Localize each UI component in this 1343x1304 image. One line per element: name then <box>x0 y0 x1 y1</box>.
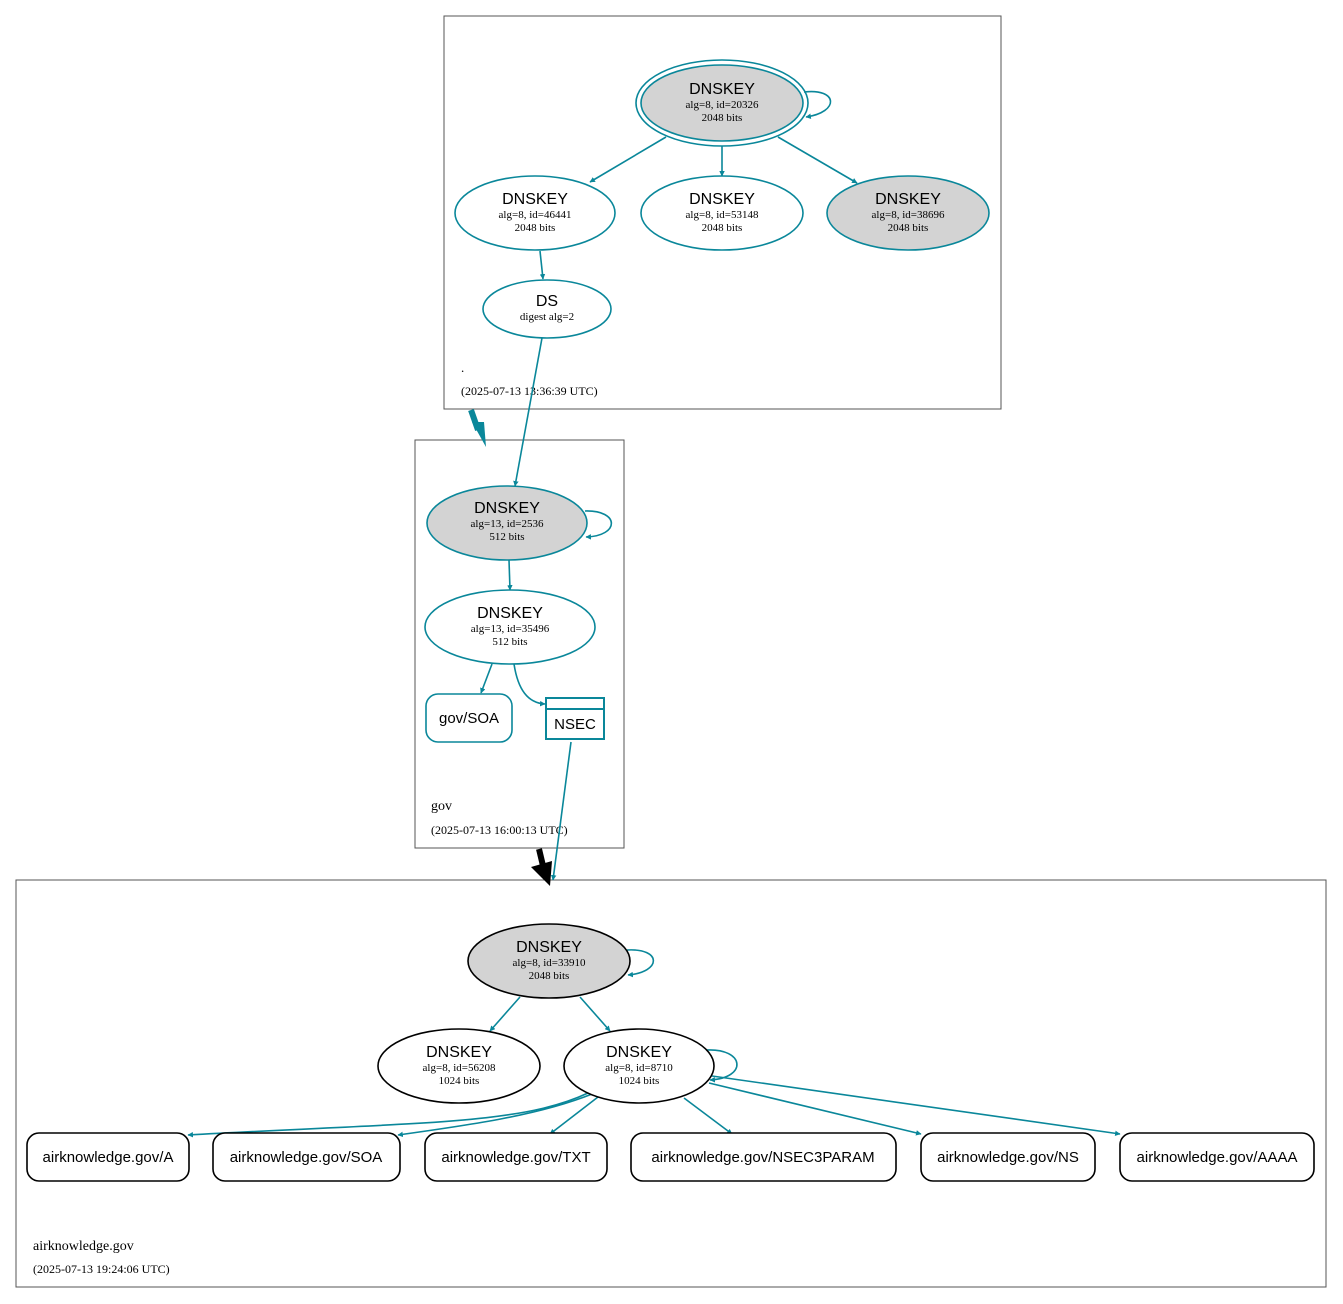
node-air-56208-line1: alg=8, id=56208 <box>423 1062 496 1074</box>
rrset-nsec3param-label: airknowledge.gov/NSEC3PARAM <box>651 1149 874 1166</box>
zone-gov-timestamp: (2025-07-13 16:00:13 UTC) <box>431 823 568 837</box>
node-gov-zsk-line2: 512 bits <box>492 636 527 648</box>
node-air-ksk: DNSKEY alg=8, id=33910 2048 bits <box>467 923 631 999</box>
node-root-46441-line2: 2048 bits <box>515 222 556 234</box>
node-gov-zsk-title: DNSKEY <box>477 605 543 622</box>
node-air-8710-line2: 1024 bits <box>619 1075 660 1087</box>
node-root-ksk-title: DNSKEY <box>689 81 755 98</box>
edge-8710-to-nsec3param <box>683 1097 733 1135</box>
edge-gov-ksk-to-zsk <box>507 559 513 591</box>
edge-8710-to-a <box>187 1092 589 1138</box>
node-root-53148-line2: 2048 bits <box>702 222 743 234</box>
node-root-dnskey-38696: DNSKEY alg=8, id=38696 2048 bits <box>826 175 990 251</box>
zone-gov-box <box>414 439 625 849</box>
rrset-txt-label: airknowledge.gov/TXT <box>441 1149 590 1166</box>
edge-root-ksk-to-46441 <box>589 136 667 183</box>
node-root-46441-line1: alg=8, id=46441 <box>499 209 572 221</box>
zone-airknowledge: airknowledge.gov (2025-07-13 19:24:06 UT… <box>15 879 1327 1288</box>
edge-8710-to-ns <box>708 1082 922 1136</box>
edge-root-ksk-to-38696 <box>777 136 858 184</box>
node-air-ksk-line2: 2048 bits <box>529 970 570 982</box>
node-gov-soa-label: gov/SOA <box>439 710 499 727</box>
rrset-soa: airknowledge.gov/SOA <box>212 1132 401 1182</box>
node-root-dnskey-46441: DNSKEY alg=8, id=46441 2048 bits <box>454 175 616 251</box>
delegation-root-to-gov-head <box>472 422 486 447</box>
node-air-56208-title: DNSKEY <box>426 1044 492 1061</box>
rrset-a: airknowledge.gov/A <box>26 1132 190 1182</box>
node-gov-ksk: DNSKEY alg=13, id=2536 512 bits <box>426 485 588 561</box>
node-root-53148-title: DNSKEY <box>689 191 755 208</box>
zone-airknowledge-box <box>15 879 1327 1288</box>
node-gov-nsec-label: NSEC <box>554 716 596 733</box>
node-root-ksk-line2: 2048 bits <box>702 112 743 124</box>
node-air-ksk-title: DNSKEY <box>516 939 582 956</box>
edge-8710-to-txt <box>549 1096 599 1135</box>
edge-air-ksk-to-56208 <box>489 996 521 1032</box>
rrset-txt: airknowledge.gov/TXT <box>424 1132 608 1182</box>
zone-root-box <box>443 15 1002 410</box>
node-gov-ksk-line1: alg=13, id=2536 <box>471 518 544 530</box>
node-root-ds-line1: digest alg=2 <box>520 311 574 323</box>
node-gov-nsec: NSEC <box>545 697 605 740</box>
node-root-ds: DS digest alg=2 <box>482 279 612 339</box>
node-air-dnskey-56208: DNSKEY alg=8, id=56208 1024 bits <box>377 1028 541 1104</box>
edge-air-8710-self <box>705 1049 738 1083</box>
node-root-ds-title: DS <box>536 293 558 310</box>
node-air-8710-line1: alg=8, id=8710 <box>605 1062 673 1074</box>
delegation-arrows <box>468 409 552 886</box>
edge-air-ksk-to-8710 <box>579 996 611 1032</box>
edge-gov-ksk-self <box>584 510 613 540</box>
node-root-ksk-line1: alg=8, id=20326 <box>686 99 759 111</box>
rrset-ns: airknowledge.gov/NS <box>920 1132 1096 1182</box>
node-root-ksk: DNSKEY alg=8, id=20326 2048 bits <box>635 59 809 147</box>
node-root-53148-line1: alg=8, id=53148 <box>686 209 759 221</box>
rrset-ns-label: airknowledge.gov/NS <box>937 1149 1079 1166</box>
delegation-gov-to-airknowledge-head <box>531 861 552 886</box>
rrset-soa-label: airknowledge.gov/SOA <box>230 1149 383 1166</box>
node-root-dnskey-53148: DNSKEY alg=8, id=53148 2048 bits <box>640 175 804 251</box>
edges <box>187 90 1121 1138</box>
edge-root-ksk-self <box>803 90 832 119</box>
rrset-aaaa: airknowledge.gov/AAAA <box>1119 1132 1315 1182</box>
zone-airknowledge-name: airknowledge.gov <box>33 1239 134 1254</box>
edge-air-ksk-self <box>626 949 655 978</box>
node-air-8710-title: DNSKEY <box>606 1044 672 1061</box>
rrset-nsec3param: airknowledge.gov/NSEC3PARAM <box>630 1132 897 1182</box>
node-root-46441-title: DNSKEY <box>502 191 568 208</box>
zone-airknowledge-timestamp: (2025-07-13 19:24:06 UTC) <box>33 1262 170 1276</box>
node-air-ksk-line1: alg=8, id=33910 <box>513 957 586 969</box>
node-gov-soa: gov/SOA <box>425 693 513 743</box>
zone-gov: gov (2025-07-13 16:00:13 UTC) <box>414 439 625 849</box>
node-root-38696-title: DNSKEY <box>875 191 941 208</box>
edge-8710-to-soa <box>397 1093 593 1138</box>
node-gov-ksk-line2: 512 bits <box>489 531 524 543</box>
node-gov-ksk-title: DNSKEY <box>474 500 540 517</box>
node-air-dnskey-8710: DNSKEY alg=8, id=8710 1024 bits <box>563 1028 715 1104</box>
rrset-aaaa-label: airknowledge.gov/AAAA <box>1137 1149 1298 1166</box>
node-root-38696-line1: alg=8, id=38696 <box>872 209 945 221</box>
node-root-38696-line2: 2048 bits <box>888 222 929 234</box>
edge-46441-to-ds <box>539 250 546 280</box>
rrset-a-label: airknowledge.gov/A <box>43 1149 174 1166</box>
zone-gov-name: gov <box>431 799 452 814</box>
node-air-56208-line2: 1024 bits <box>439 1075 480 1087</box>
edge-nsec-to-airknowledge <box>550 741 572 881</box>
edge-ds-to-gov-ksk <box>513 337 543 487</box>
zone-root: . (2025-07-13 13:36:39 UTC) <box>443 15 1002 410</box>
node-gov-zsk-line1: alg=13, id=35496 <box>471 623 550 635</box>
edge-gov-zsk-to-soa <box>480 663 493 694</box>
node-gov-zsk: DNSKEY alg=13, id=35496 512 bits <box>424 589 596 665</box>
edge-gov-zsk-to-nsec <box>513 663 546 707</box>
edge-8710-to-aaaa <box>711 1075 1121 1137</box>
zone-root-timestamp: (2025-07-13 13:36:39 UTC) <box>461 384 598 398</box>
zone-root-name: . <box>461 360 464 375</box>
